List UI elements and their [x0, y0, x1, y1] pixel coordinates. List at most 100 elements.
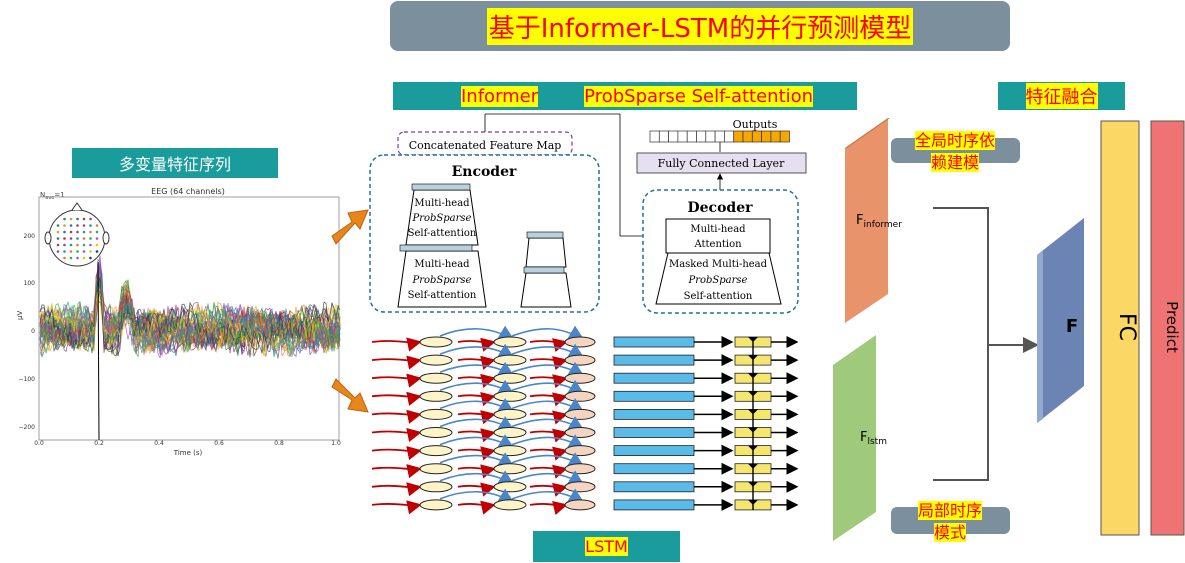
fc-block: FC	[1100, 120, 1140, 536]
topo-dot	[76, 237, 79, 240]
lstm-cell	[564, 463, 596, 475]
encoder-title: Encoder	[452, 164, 517, 180]
lstm-input-arrow	[371, 391, 422, 406]
lstm-cell	[564, 481, 596, 493]
eeg-ytick: 200	[24, 233, 36, 240]
probsparse-label: ProbSparse Self-attention	[584, 85, 814, 107]
lstm-skip-arrow	[511, 488, 585, 504]
lstm-skip-arrow	[511, 452, 585, 468]
input-arrow-bottom	[331, 378, 369, 413]
lstm-skip-arrow	[439, 361, 515, 377]
output-cell	[668, 130, 679, 143]
output-cell	[705, 130, 716, 143]
encoder-block1-line: ProbSparse	[412, 213, 472, 224]
input-label-box: 多变量特征序列	[72, 148, 278, 178]
topo-dot	[76, 230, 79, 234]
lstm-input-arrow	[457, 391, 496, 407]
topo-dot	[63, 217, 66, 221]
lstm-input-arrow	[529, 410, 568, 425]
eeg-ylabel: μV	[16, 311, 24, 320]
topo-dot	[82, 237, 86, 240]
topo-dot	[95, 224, 99, 227]
lstm-cell	[564, 354, 596, 366]
fusion-label: 特征融合	[1025, 83, 1098, 109]
topo-dot	[63, 243, 66, 247]
lstm-skip-arrow	[439, 325, 515, 341]
lstm-cell	[493, 354, 527, 366]
lstm-state-bar	[613, 408, 695, 420]
lstm-state-bar	[613, 445, 695, 457]
eeg-xtick: 1.0	[331, 440, 341, 447]
topo-dot	[63, 230, 66, 234]
output-cell	[724, 130, 735, 143]
encoder-block: Concatenated Feature Map Encoder Multi-h…	[369, 113, 663, 313]
lstm-cell	[564, 499, 596, 511]
eeg-marker-line	[97, 261, 100, 441]
lstm-input-arrow	[457, 482, 496, 497]
topo-dot	[89, 224, 92, 227]
eeg-xtick: 0.0	[34, 440, 44, 447]
lstm-input-arrow	[457, 464, 496, 479]
eeg-xtick: 0.2	[94, 440, 104, 447]
lstm-cell	[493, 390, 527, 402]
lstm-input-arrow	[457, 373, 496, 388]
topo-dot	[95, 230, 99, 234]
lstm-label: LSTM	[585, 537, 628, 556]
lstm-skip-arrow	[439, 452, 515, 468]
eeg-ytick: 0	[31, 328, 35, 335]
fc-layer-box	[636, 152, 807, 174]
f-fused-slab: F	[1037, 218, 1084, 423]
encoder-block1-line: Self-attention	[408, 228, 477, 239]
topo-dot	[89, 237, 92, 240]
output-cell	[761, 130, 772, 143]
lstm-skip-arrow	[511, 325, 585, 341]
lstm-input-arrow	[529, 338, 568, 353]
lstm-cell	[419, 372, 453, 384]
topo-dot	[82, 217, 86, 221]
lstm-state-bar	[613, 427, 695, 438]
lstm-cell	[419, 499, 453, 511]
decoder-title: Decoder	[688, 200, 754, 216]
fusion-header: 特征融合	[998, 82, 1125, 110]
lstm-input-arrow	[457, 446, 496, 461]
lstm-label-box: LSTM	[533, 531, 680, 562]
lstm-cell	[564, 372, 596, 384]
eeg-corner-label: Nave=1	[40, 191, 65, 201]
eeg-traces	[39, 255, 341, 359]
topo-dot	[82, 256, 86, 260]
lstm-cell	[493, 427, 527, 438]
topo-dot	[95, 243, 99, 247]
output-cell	[714, 130, 725, 143]
topo-dot	[89, 217, 92, 221]
lstm-input-arrow	[457, 410, 496, 425]
eeg-xtick: 0.4	[154, 440, 164, 447]
lstm-input-arrow	[457, 428, 496, 443]
decoder-attn-line: Attention	[693, 239, 742, 250]
lstm-input-arrow	[529, 392, 568, 407]
lstm-input-arrow	[457, 500, 496, 515]
lstm-input-arrow	[529, 428, 568, 443]
fc-label: FC	[1114, 313, 1139, 341]
topo-dot	[76, 256, 79, 260]
lstm-skip-arrow	[511, 416, 585, 432]
lstm-skip-arrow	[511, 434, 585, 450]
decoder-masked-line: Masked Multi-head	[669, 259, 768, 270]
lstm-state-bar	[613, 354, 695, 366]
topo-dot	[95, 237, 99, 240]
lstm-input-arrow	[529, 482, 568, 497]
encoder-block1-line: Multi-head	[414, 198, 470, 209]
fusion-connector	[933, 207, 1039, 481]
input-arrow-top	[331, 209, 369, 245]
output-cell	[677, 130, 688, 143]
topo-dot	[56, 250, 60, 253]
lstm-cell	[419, 408, 453, 420]
feature-map-label: Concatenated Feature Map	[409, 139, 562, 152]
lstm-skip-arrow	[439, 434, 515, 450]
lstm-cell	[493, 499, 527, 511]
eeg-trace	[39, 271, 341, 353]
topo-dot	[56, 224, 60, 227]
eeg-plot: Nave=1 EEG (64 channels) μV Time (s) 200…	[16, 187, 341, 457]
topo-dot	[89, 250, 92, 253]
lstm-input-arrow	[371, 427, 422, 443]
lstm-cell	[493, 463, 527, 475]
